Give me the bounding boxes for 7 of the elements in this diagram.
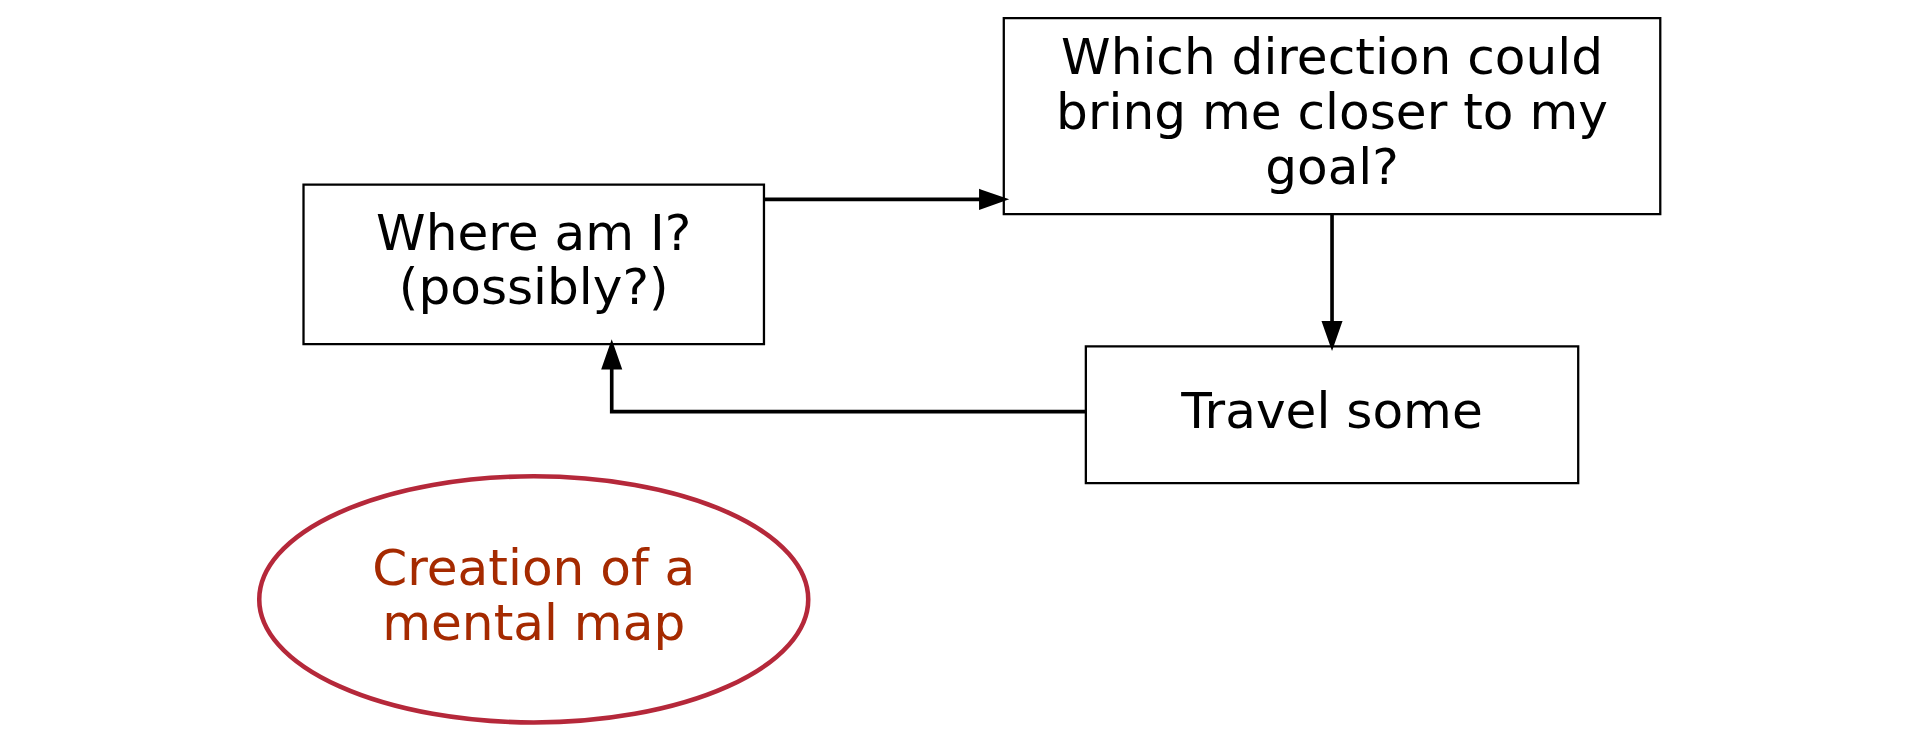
- node-ellipse: Creation of a mental map: [256, 473, 810, 725]
- arrow: [1320, 214, 1343, 351]
- node-box: Where am I? (possibly?): [301, 182, 765, 345]
- arrow: [764, 188, 1009, 210]
- node-box: Travel some: [1084, 344, 1579, 484]
- node-box: Which direction could bring me closer to my goal?: [1002, 16, 1661, 215]
- arrow: [600, 338, 1085, 413]
